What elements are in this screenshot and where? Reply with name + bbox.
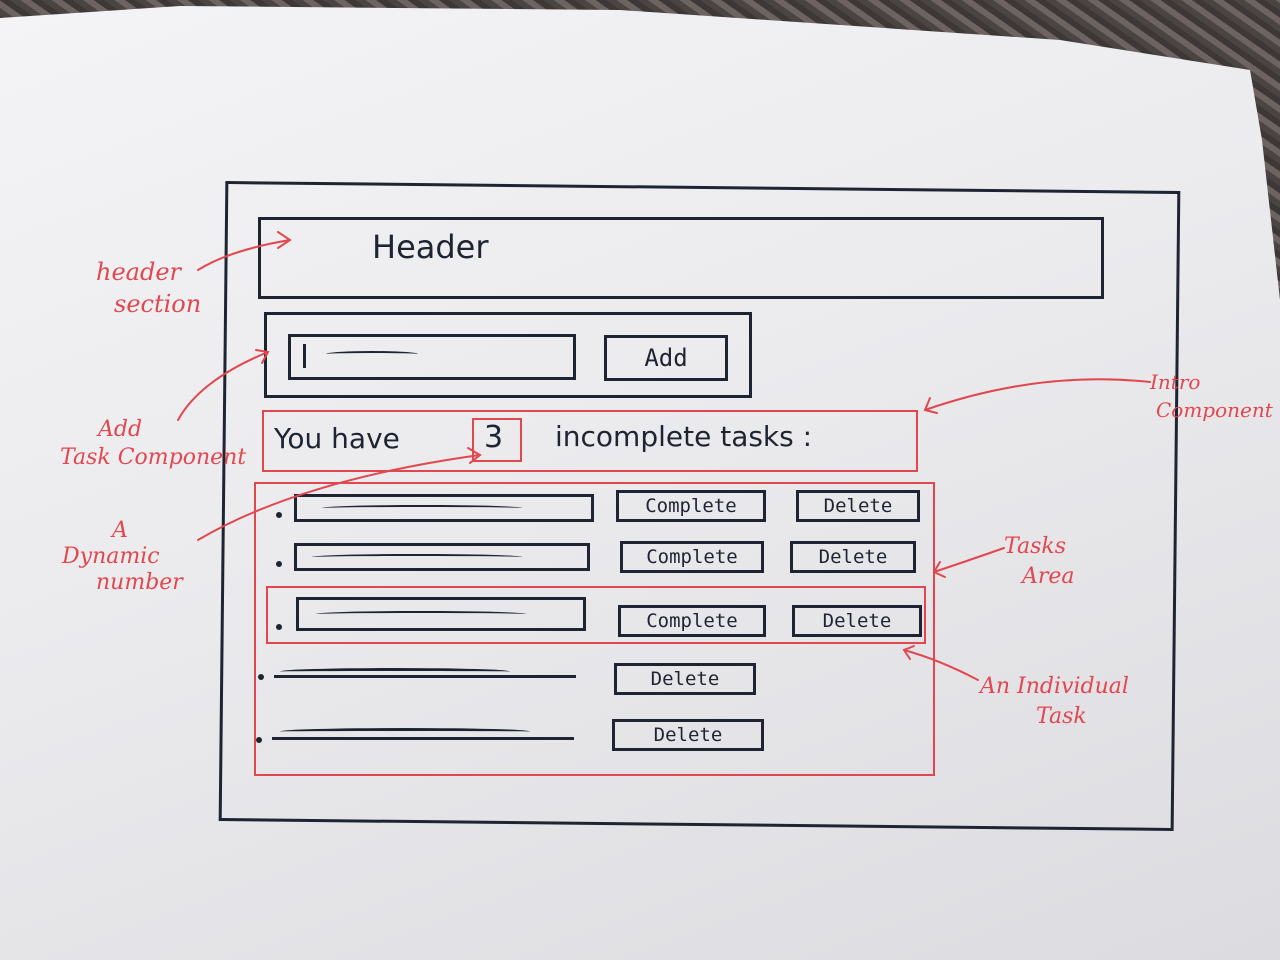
- annotation-line: A: [112, 518, 128, 543]
- header-label: Header: [372, 228, 489, 266]
- intro-component: [262, 410, 918, 472]
- tasks-area: [254, 482, 935, 776]
- input-cursor: [303, 344, 306, 368]
- complete-button[interactable]: Complete: [616, 490, 766, 522]
- delete-button[interactable]: Delete: [612, 719, 764, 751]
- task-title-scribble: [316, 611, 526, 617]
- annotation-line: Component: [1156, 398, 1273, 422]
- task-title-scribble: [322, 505, 522, 511]
- annotation-dynamic-number: A Dynamic number: [62, 518, 183, 596]
- dynamic-number-box: [472, 418, 522, 462]
- annotation-line: Area: [1022, 564, 1075, 589]
- annotation-line: An Individual: [980, 674, 1129, 699]
- task-strikethrough: [272, 737, 574, 740]
- annotation-header-section: header section: [96, 256, 201, 320]
- task-strikethrough: [274, 675, 576, 678]
- task-bullet: [256, 737, 262, 743]
- task-title-scribble: [312, 554, 522, 560]
- annotation-line: section: [114, 290, 202, 318]
- task-title-scribble: [280, 668, 510, 675]
- delete-button[interactable]: Delete: [614, 663, 756, 695]
- annotation-line: header: [96, 258, 182, 286]
- annotation-add-task-component: Add Task Component: [60, 416, 246, 472]
- annotation-line: Tasks: [1004, 534, 1066, 559]
- task-title-scribble: [280, 728, 530, 735]
- task-bullet: [276, 512, 282, 518]
- intro-prefix: You have: [274, 422, 400, 455]
- individual-task: [266, 586, 926, 644]
- delete-button[interactable]: Delete: [796, 490, 920, 522]
- intro-suffix: incomplete tasks :: [555, 420, 813, 453]
- delete-button[interactable]: Delete: [790, 541, 916, 573]
- complete-button[interactable]: Complete: [618, 605, 766, 637]
- complete-button[interactable]: Complete: [620, 541, 764, 573]
- task-bullet: [276, 624, 282, 630]
- annotation-line: Add: [98, 417, 143, 442]
- task-bullet: [258, 674, 264, 680]
- annotation-line: Task Component: [60, 445, 247, 470]
- annotation-line: Intro: [1150, 370, 1201, 394]
- annotation-tasks-area: Tasks Area: [1004, 532, 1075, 592]
- incomplete-count: 3: [484, 420, 504, 455]
- annotation-line: Task: [1036, 704, 1087, 729]
- annotation-intro-component: Intro Component: [1150, 368, 1273, 424]
- annotation-individual-task: An Individual Task: [980, 672, 1129, 732]
- annotation-line: number: [96, 570, 183, 595]
- add-button[interactable]: Add: [604, 335, 728, 381]
- task-title-field[interactable]: [296, 597, 586, 631]
- task-bullet: [276, 561, 282, 567]
- task-input[interactable]: [288, 334, 576, 380]
- delete-button[interactable]: Delete: [792, 605, 922, 637]
- annotation-line: Dynamic: [62, 544, 160, 569]
- task-title-field[interactable]: [294, 543, 590, 571]
- input-placeholder-scribble: [326, 351, 418, 357]
